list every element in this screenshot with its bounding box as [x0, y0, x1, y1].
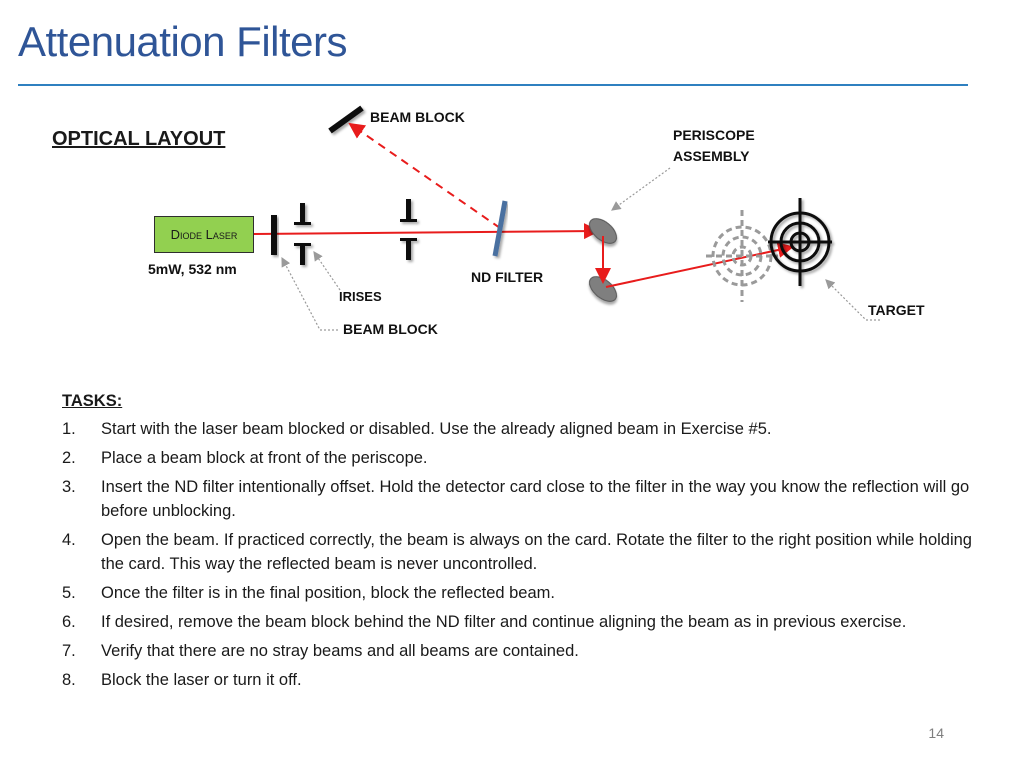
task-text: If desired, remove the beam block behind…: [101, 613, 907, 631]
task-number: 7.: [62, 642, 76, 660]
task-item: 3. Insert the ND filter intentionally of…: [62, 475, 982, 523]
label-laser-spec: 5mW, 532 nm: [148, 261, 237, 277]
beam-block-bottom: [271, 215, 277, 255]
task-item: 8. Block the laser or turn it off.: [62, 668, 982, 692]
task-text: Block the laser or turn it off.: [101, 671, 302, 689]
task-number: 4.: [62, 531, 76, 549]
label-nd-filter: ND FILTER: [471, 269, 544, 285]
beam-block-top: [328, 105, 364, 134]
task-item: 7. Verify that there are no stray beams …: [62, 639, 982, 663]
label-beam-block-top: BEAM BLOCK: [370, 109, 465, 125]
task-text: Insert the ND filter intentionally offse…: [101, 478, 970, 520]
task-text: Once the filter is in the final position…: [101, 584, 555, 602]
reflected-beam: [348, 122, 501, 229]
beam-to-target: [605, 242, 794, 288]
label-periscope-line2: ASSEMBLY: [673, 148, 750, 164]
iris-1: [294, 203, 311, 265]
page-number: 14: [928, 725, 944, 741]
nd-filter: [492, 200, 508, 257]
pointer-beam-block: [281, 256, 338, 331]
task-number: 3.: [62, 478, 76, 496]
label-beam-block-bottom: BEAM BLOCK: [343, 321, 438, 337]
main-beam: [253, 223, 600, 240]
pointer-target: [825, 279, 880, 321]
tasks-section: TASKS: 1. Start with the laser beam bloc…: [62, 389, 982, 697]
task-number: 8.: [62, 671, 76, 689]
slide-title: Attenuation Filters: [18, 18, 348, 65]
diode-laser-label: Diode Laser: [170, 227, 238, 242]
label-target: TARGET: [868, 302, 925, 318]
task-text: Start with the laser beam blocked or dis…: [101, 420, 772, 438]
task-text: Verify that there are no stray beams and…: [101, 642, 579, 660]
iris-2: [400, 199, 417, 260]
task-number: 6.: [62, 613, 76, 631]
pointer-periscope: [611, 167, 671, 211]
optical-layout-heading: OPTICAL LAYOUT: [52, 128, 226, 150]
task-item: 2. Place a beam block at front of the pe…: [62, 446, 982, 470]
task-item: 4. Open the beam. If practiced correctly…: [62, 528, 982, 576]
optical-layout-diagram: [253, 105, 880, 331]
diode-laser-box: Diode Laser: [154, 216, 254, 253]
task-text: Place a beam block at front of the peris…: [101, 449, 428, 467]
task-number: 1.: [62, 420, 76, 438]
target-icon: [768, 198, 832, 286]
periscope-mirror-upper: [588, 218, 618, 244]
task-number: 5.: [62, 584, 76, 602]
task-item: 5. Once the filter is in the final posit…: [62, 581, 982, 605]
target-ghost: [706, 210, 778, 302]
pointer-irises: [313, 251, 341, 291]
task-item: 1. Start with the laser beam blocked or …: [62, 417, 982, 441]
tasks-heading: TASKS:: [62, 392, 123, 410]
label-irises: IRISES: [339, 289, 382, 304]
label-periscope-line1: PERISCOPE: [673, 127, 755, 143]
task-text: Open the beam. If practiced correctly, t…: [101, 531, 972, 573]
task-item: 6. If desired, remove the beam block beh…: [62, 610, 982, 634]
title-divider: [18, 84, 968, 86]
task-number: 2.: [62, 449, 76, 467]
